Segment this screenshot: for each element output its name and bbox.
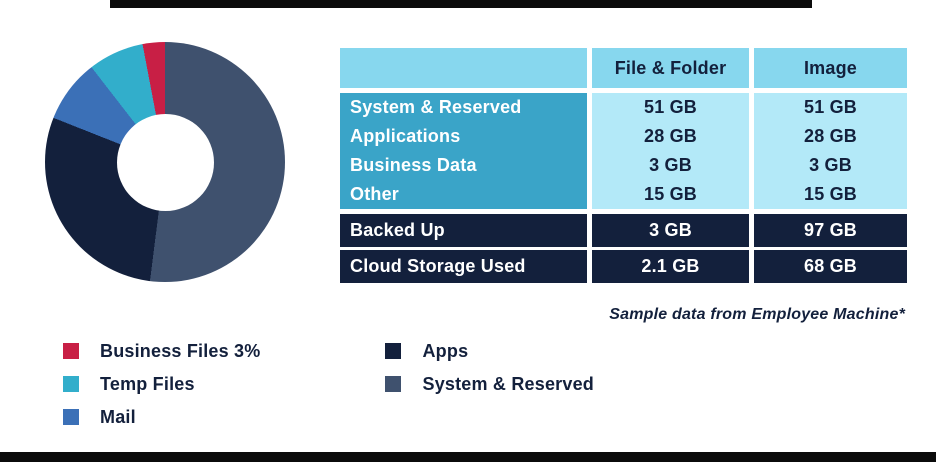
row-file-folder-value: 51 GB — [592, 93, 749, 122]
chart-legend: Business Files 3% Temp Files Mail Apps S… — [63, 341, 594, 427]
row-label: Other — [340, 180, 587, 209]
table-header-row: File & Folder Image — [340, 48, 907, 88]
row-image-value: 15 GB — [754, 180, 907, 209]
legend-label: System & Reserved — [422, 373, 594, 394]
header-cell-file-folder: File & Folder — [592, 48, 749, 88]
table-backup-section: Backed Up 3 GB 97 GB Cloud Storage Used … — [340, 214, 907, 283]
row-file-folder-value: 15 GB — [592, 180, 749, 209]
table-caption: Sample data from Employee Machine* — [609, 306, 905, 323]
legend-label: Apps — [422, 340, 469, 361]
legend-label: Mail — [100, 406, 136, 427]
bottom-black-bar — [0, 452, 936, 462]
legend-column-1: Business Files 3% Temp Files Mail — [63, 341, 260, 427]
legend-label: Temp Files — [100, 373, 195, 394]
legend-item-system-reserved: System & Reserved — [385, 374, 594, 394]
legend-item-business-files: Business Files 3% — [63, 341, 260, 361]
row-label: Applications — [340, 122, 587, 151]
legend-item-mail: Mail — [63, 407, 260, 427]
row-file-folder-value: 2.1 GB — [592, 250, 749, 283]
storage-table: File & Folder Image System & Reserved 51… — [340, 48, 907, 283]
row-file-folder-value: 28 GB — [592, 122, 749, 151]
row-file-folder-value: 3 GB — [592, 151, 749, 180]
legend-swatch-system-reserved — [385, 376, 402, 392]
legend-swatch-business-files — [63, 343, 79, 359]
legend-swatch-temp-files — [63, 376, 79, 392]
row-image-value: 28 GB — [754, 122, 907, 151]
legend-item-apps: Apps — [385, 341, 594, 361]
row-image-value: 51 GB — [754, 93, 907, 122]
donut-hole — [116, 113, 214, 211]
storage-donut-chart — [45, 42, 285, 282]
legend-swatch-mail — [63, 409, 79, 425]
table-usage-section: System & Reserved 51 GB 51 GB Applicatio… — [340, 93, 907, 209]
legend-item-temp-files: Temp Files — [63, 374, 260, 394]
row-label: Business Data — [340, 151, 587, 180]
header-cell-empty — [340, 48, 587, 88]
row-image-value: 97 GB — [754, 214, 907, 247]
top-black-bar — [110, 0, 812, 8]
row-image-value: 68 GB — [754, 250, 907, 283]
row-image-value: 3 GB — [754, 151, 907, 180]
row-label: System & Reserved — [340, 93, 587, 122]
legend-label: Business Files 3% — [100, 340, 261, 361]
legend-column-2: Apps System & Reserved — [385, 341, 594, 427]
legend-swatch-apps — [385, 343, 402, 359]
row-label: Backed Up — [340, 214, 587, 247]
row-label: Cloud Storage Used — [340, 250, 587, 283]
header-cell-image: Image — [754, 48, 907, 88]
row-file-folder-value: 3 GB — [592, 214, 749, 247]
